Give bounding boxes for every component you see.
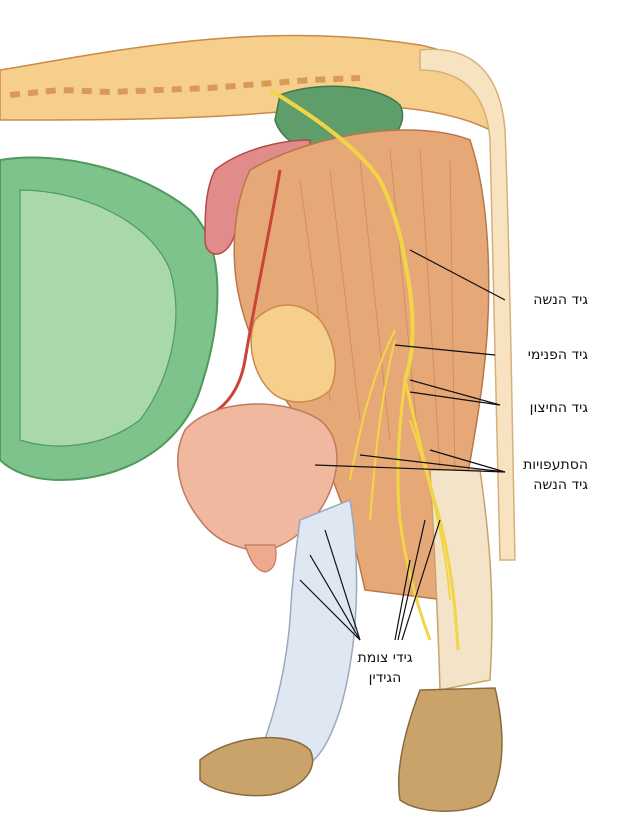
label-tibial-nerve: גיד הפנימי <box>528 347 588 364</box>
label-plexus-line2: הגידין <box>330 670 440 687</box>
right-hoof <box>399 688 502 811</box>
label-branches-line1: הסתעפויות <box>523 457 588 474</box>
teat <box>245 545 276 572</box>
label-peroneal-nerve: גיד החיצון <box>530 400 588 417</box>
label-sciatic-nerve: גיד הנשה <box>533 292 588 309</box>
left-hoof <box>200 738 313 796</box>
label-branches-line2: גיד הנשה <box>533 477 588 494</box>
label-plexus-line1: גידי צומת <box>330 650 440 667</box>
